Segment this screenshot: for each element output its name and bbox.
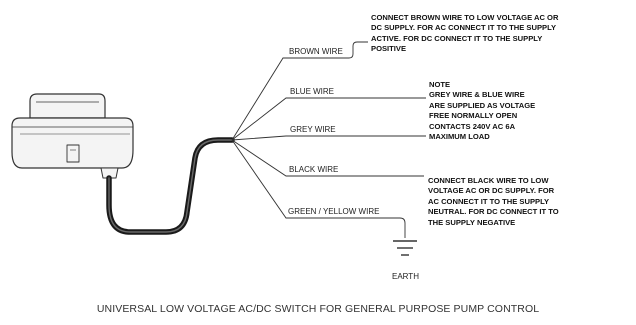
device-cap (29, 93, 106, 119)
note-line: ACTIVE. FOR DC CONNECT IT TO THE SUPPLY (371, 33, 543, 43)
note-line: CONNECT BLACK WIRE TO LOW (428, 176, 549, 185)
note-contacts: NOTE GREY WIRE & BLUE WIRE ARE SUPPLIED … (429, 80, 535, 142)
note-line: AC CONNECT IT TO THE SUPPLY (428, 196, 550, 206)
note-line: CONTACTS 240V AC 6A (429, 121, 516, 131)
note-line: FREE NORMALLY OPEN (429, 111, 518, 121)
device-body (11, 117, 134, 169)
note-line: CONNECT BROWN WIRE TO LOW VOLTAGE AC OR (371, 13, 559, 22)
green-yellow-wire-line (231, 139, 406, 238)
blue-wire-line (231, 97, 426, 141)
wire-label-blue: BLUE WIRE (290, 87, 335, 96)
note-line: GREY WIRE & BLUE WIRE (429, 90, 525, 100)
black-wire-line (231, 139, 424, 177)
note-line: THE SUPPLY NEGATIVE (428, 217, 516, 227)
wire-label-green-yellow: GREEN / YELLOW WIRE (288, 207, 380, 216)
note-brown-wire: CONNECT BROWN WIRE TO LOW VOLTAGE AC OR … (371, 13, 558, 55)
note-black-wire: CONNECT BLACK WIRE TO LOW VOLTAGE AC OR … (428, 176, 559, 228)
note-line: NEUTRAL. FOR DC CONNECT IT TO (428, 207, 559, 217)
wire-lines (231, 41, 426, 238)
earth-label: EARTH (392, 272, 419, 281)
note-line: VOLTAGE AC OR DC SUPPLY. FOR (428, 186, 555, 196)
switch-device (11, 93, 134, 179)
note-line: ARE SUPPLIED AS VOLTAGE (429, 100, 536, 110)
note-line: DC SUPPLY. FOR AC CONNECT IT TO THE SUPP… (371, 23, 557, 33)
brown-wire-line (231, 41, 368, 141)
grey-wire-line (231, 135, 426, 141)
earth-ground-symbol (393, 240, 417, 256)
cable (106, 137, 235, 235)
note-line: MAXIMUM LOAD (429, 132, 490, 142)
cable-gland (100, 167, 119, 179)
device-clip (66, 144, 80, 163)
diagram-caption: UNIVERSAL LOW VOLTAGE AC/DC SWITCH FOR G… (96, 303, 540, 315)
wire-label-brown: BROWN WIRE (289, 47, 343, 56)
note-line: NOTE (429, 80, 451, 89)
note-line: POSITIVE (371, 44, 407, 54)
wire-label-grey: GREY WIRE (290, 125, 336, 134)
wire-label-black: BLACK WIRE (289, 165, 339, 174)
